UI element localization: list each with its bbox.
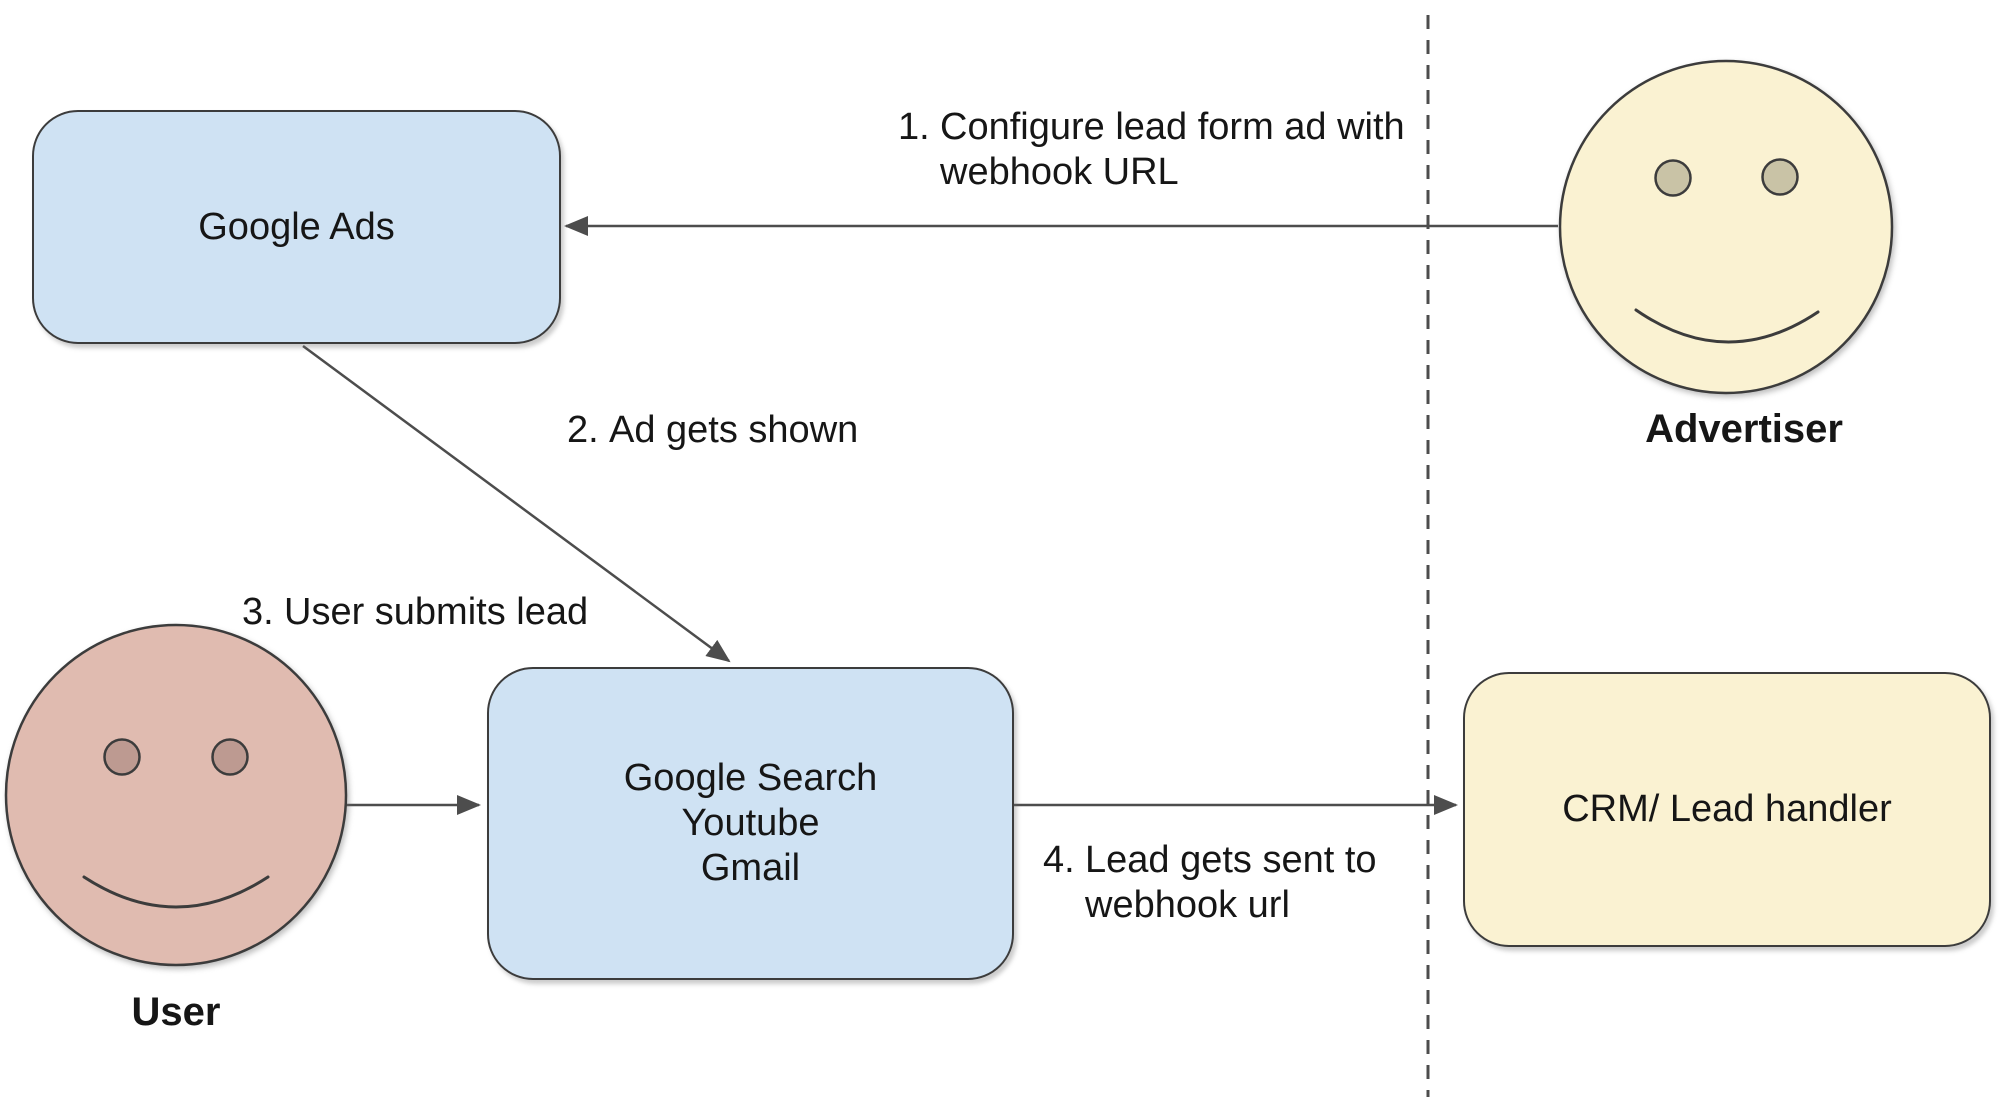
advertiser-caption: Advertiser (1645, 407, 1843, 451)
advertiser-right-eye-icon (1761, 158, 1799, 196)
node-crm-label: CRM/ Lead handler (1562, 788, 1892, 830)
step-4-text-line2: webhook url (1085, 884, 1290, 926)
user-avatar (4, 623, 348, 967)
advertiser-smile-icon (1634, 308, 1820, 344)
user-smile-icon (82, 875, 270, 909)
node-google-ads-label: Google Ads (198, 205, 395, 248)
user-right-eye-icon (211, 738, 249, 776)
user-caption: User (131, 990, 221, 1034)
advertiser-left-eye-icon (1654, 159, 1692, 197)
node-google-ads: Google Ads (32, 110, 561, 344)
step-1-text-line2: webhook URL (940, 151, 1179, 193)
user-face-icon (4, 623, 348, 967)
step-1-text: Configure lead form ad with webhook URL (940, 105, 1405, 195)
step-4-label: 4. Lead gets sent to webhook url (1043, 838, 1377, 928)
channel-google-search-label: Google Search (623, 757, 878, 799)
channel-youtube-label: Youtube (681, 802, 820, 844)
node-google-channels: Google Search Youtube Gmail (487, 667, 1014, 980)
node-google-channels-label: Google Search Youtube Gmail (624, 756, 878, 891)
step-2-label: 2. Ad gets shown (567, 408, 858, 453)
channel-gmail-label: Gmail (700, 847, 801, 889)
arrow-ad-gets-shown (302, 344, 731, 663)
step-4-text: Lead gets sent to webhook url (1085, 838, 1377, 928)
step-3-number: 3. (242, 591, 274, 633)
step-3-label: 3. User submits lead (242, 590, 588, 635)
step-1-number: 1. (898, 106, 930, 148)
step-2-text: Ad gets shown (609, 409, 859, 451)
node-crm-lead-handler: CRM/ Lead handler (1463, 672, 1991, 947)
advertiser-face-icon (1558, 59, 1894, 395)
step-2-number: 2. (567, 409, 599, 451)
step-4-number: 4. (1043, 839, 1075, 881)
step-1-text-line1: Configure lead form ad with (940, 106, 1405, 148)
step-4-text-line1: Lead gets sent to (1085, 839, 1377, 881)
step-3-text: User submits lead (284, 591, 589, 633)
step-1-label: 1. Configure lead form ad with webhook U… (898, 105, 1405, 195)
user-left-eye-icon (103, 738, 141, 776)
advertiser-avatar (1558, 59, 1894, 395)
